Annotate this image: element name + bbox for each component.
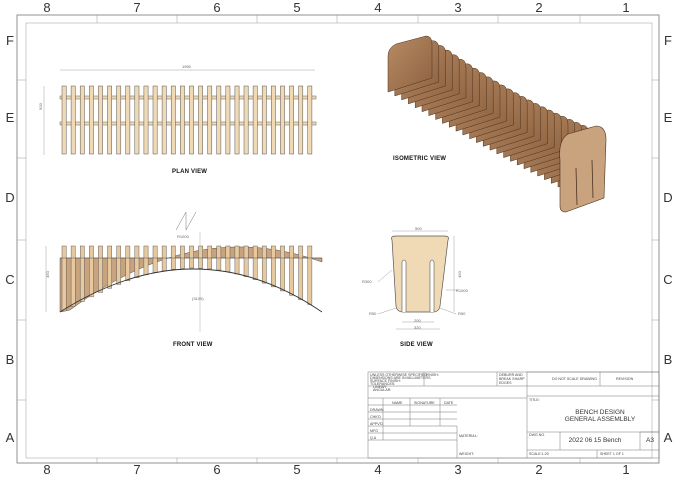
side-height-dim: 450: [456, 271, 462, 278]
do-not-scale-note: DO NOT SCALE DRAWING: [552, 377, 597, 381]
side-radius-right-dim: R1000: [456, 288, 468, 293]
zone-right-e: E: [663, 110, 673, 125]
zone-left-f: F: [6, 33, 14, 48]
plan-view-label: PLAN VIEW: [172, 169, 208, 175]
zone-left-e: E: [5, 110, 15, 125]
row-chkd: CHK'D: [370, 415, 381, 419]
zone-right-a: A: [663, 430, 673, 445]
side-base-dim: 320: [414, 325, 421, 330]
front-arc-dim: (3100): [192, 296, 204, 301]
zone-top-1: 1: [622, 0, 630, 15]
dwg-no: 2022 06 15 Bench: [568, 437, 622, 444]
row-mfg: MFG: [370, 429, 378, 433]
notes-line-2: DIMENSIONS ARE IN MILLIMETERS: [370, 376, 431, 380]
front-radius-dim: R1000: [177, 234, 189, 239]
front-view-drawing: [45, 211, 323, 332]
zone-bottom-7: 7: [133, 462, 141, 477]
zone-top-2: 2: [535, 0, 543, 15]
title-label: TITLE:: [529, 398, 540, 402]
front-view-label: FRONT VIEW: [173, 342, 213, 348]
sheet-inner-border: [25, 22, 653, 459]
plan-width-dim: 500: [37, 103, 43, 110]
zone-top-3: 3: [454, 0, 462, 15]
plan-length-dim: 1950: [182, 64, 191, 69]
side-view-drawing: [377, 230, 458, 330]
title-block-frame: [367, 371, 660, 459]
scale-label: SCALE:1:20: [529, 452, 549, 456]
zone-ticks: [17, 15, 659, 463]
zone-bottom-8: 8: [43, 462, 51, 477]
zone-left-b: B: [5, 352, 15, 367]
side-profile: [391, 235, 449, 313]
notes-line-3: SURFACE FINISH:: [370, 379, 401, 383]
zone-left-c: C: [5, 272, 15, 287]
zone-top-6: 6: [213, 0, 221, 15]
side-slot-right: [429, 259, 435, 312]
weight-label: WEIGHT:: [459, 452, 474, 456]
side-r-small-left-dim: R50: [369, 311, 377, 316]
zone-right-d: D: [663, 190, 673, 205]
zone-top-8: 8: [43, 0, 51, 15]
row-qa: Q.A: [370, 436, 377, 440]
material-label: MATERIAL:: [459, 434, 478, 438]
side-radius-left-dim: R300: [362, 279, 372, 284]
zone-bottom-4: 4: [374, 462, 382, 477]
title-line-1: BENCH DESIGN: [575, 409, 625, 416]
zone-right-c: C: [663, 272, 673, 287]
zone-left-d: D: [5, 190, 15, 205]
plan-view-drawing: [43, 69, 317, 155]
dwg-no-label: DWG NO.: [529, 433, 546, 437]
row-drawn: DRAWN: [370, 408, 384, 412]
notes-line-5: LINEAR:: [373, 385, 387, 389]
notes-line-6: ANGULAR:: [373, 388, 392, 392]
notes-line-1: UNLESS OTHERWISE SPECIFIED:: [370, 373, 429, 377]
revision-label: REVISION: [616, 377, 634, 381]
zone-bottom-1: 1: [622, 462, 630, 477]
zone-bottom-6: 6: [213, 462, 221, 477]
side-top-dim: 500: [415, 226, 422, 231]
header-date: DATE: [444, 401, 454, 405]
zone-bottom-3: 3: [454, 462, 462, 477]
sheet-outer-border: [16, 14, 660, 464]
zone-top-4: 4: [374, 0, 382, 15]
zone-top-5: 5: [293, 0, 301, 15]
front-height-dim: 450: [44, 271, 50, 278]
header-name: NAME: [392, 401, 403, 405]
row-appvd: APPV'D: [370, 422, 383, 426]
side-r-small-right-dim: R50: [458, 311, 466, 316]
header-signature: SIGNATURE: [414, 401, 435, 405]
sheet-size: A3: [646, 437, 654, 444]
zone-right-f: F: [664, 33, 672, 48]
finish-label: FINISH:: [426, 373, 439, 377]
isometric-view-drawing: [387, 35, 607, 213]
deburr-note: DEBURR AND BREAK SHARP EDGES: [499, 373, 525, 385]
isometric-view-label: ISOMETRIC VIEW: [393, 156, 447, 162]
side-view-label: SIDE VIEW: [400, 342, 433, 348]
side-gap-dim: 200: [414, 318, 421, 323]
sheet-label: SHEET 1 OF 1: [600, 452, 624, 456]
zone-bottom-2: 2: [535, 462, 543, 477]
zone-bottom-5: 5: [293, 462, 301, 477]
zone-right-b: B: [663, 352, 673, 367]
side-slot-left: [401, 259, 407, 312]
zone-left-a: A: [5, 430, 15, 445]
zone-top-7: 7: [133, 0, 141, 15]
notes-line-4: TOLERANCES:: [370, 382, 396, 386]
title-line-2: GENERAL ASSEMLBLY: [564, 416, 636, 423]
